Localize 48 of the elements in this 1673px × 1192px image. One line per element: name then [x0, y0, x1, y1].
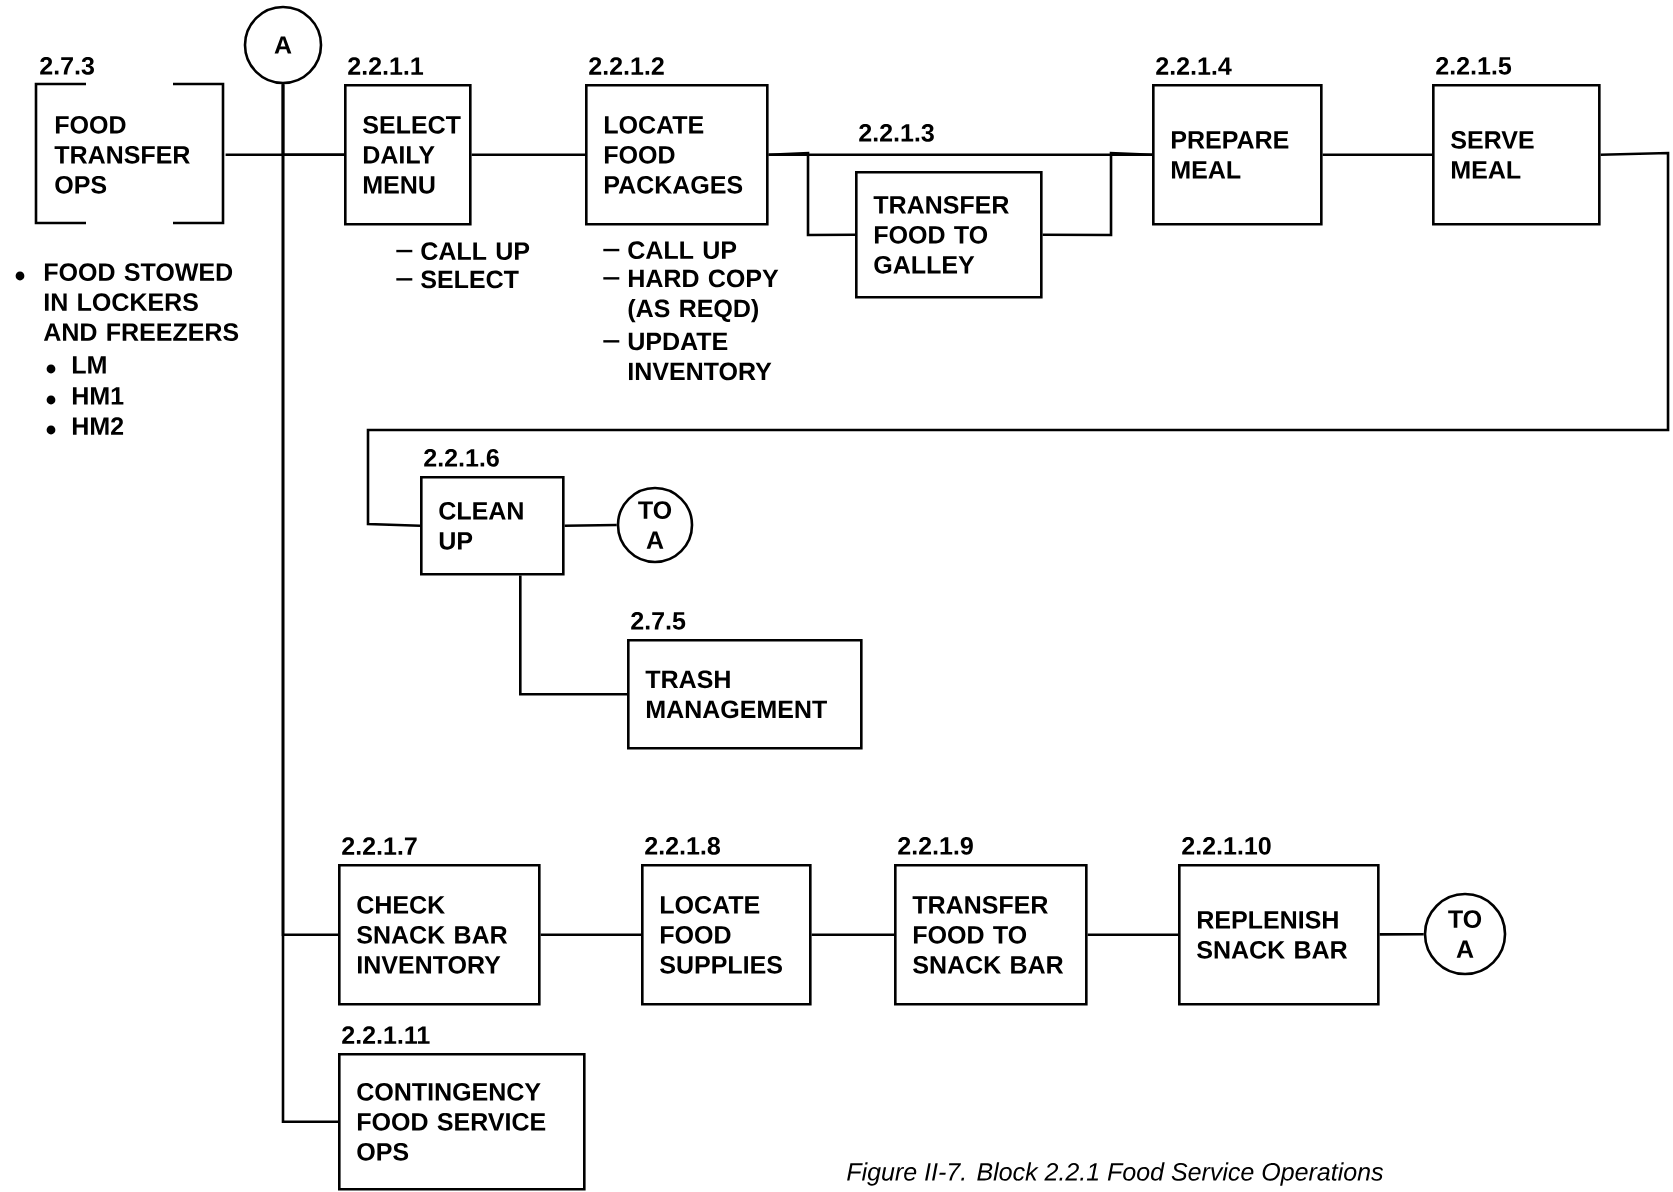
connector-line: [225, 153, 344, 157]
process-box: TRANSFER FOOD TO SNACK BAR: [894, 864, 1088, 1006]
block-number: 2.2.1.9: [898, 837, 973, 855]
connector-line: [366, 151, 1670, 528]
block-number: 2.7.5: [631, 612, 686, 630]
process-box: LOCATE FOOD SUPPLIES: [641, 864, 812, 1006]
process-box: TRASH MANAGEMENT: [627, 639, 863, 750]
block-number: 2.2.1.2: [589, 57, 664, 75]
block-number: 2.2.1.10: [1182, 837, 1271, 855]
connector-line: [471, 153, 585, 157]
connector-line: [1322, 153, 1433, 157]
process-box: SELECT DAILY MENU: [344, 84, 472, 226]
note-item: CALL UP: [603, 241, 737, 259]
block-number: 2.2.1.4: [1156, 57, 1232, 75]
note-item: HARD COPY (AS REQD): [603, 269, 779, 323]
bullet-note: LM: [46, 356, 106, 374]
process-box: CHECK SNACK BAR INVENTORY: [338, 864, 541, 1006]
connector-line: [540, 933, 641, 937]
connector-line: [1087, 933, 1179, 937]
bullet-note: FOOD STOWED IN LOCKERS AND FREEZERS: [15, 263, 239, 341]
connector-line: [519, 575, 627, 696]
block-number: 2.2.1.5: [1436, 57, 1512, 75]
block-number: 2.2.1.1: [348, 57, 424, 75]
block-number: 2.2.1.7: [342, 837, 417, 855]
connector-line: [1379, 932, 1424, 936]
process-box: TRANSFER FOOD TO GALLEY: [855, 171, 1043, 299]
connector-line: [564, 523, 617, 528]
note-item: CALL UP: [396, 242, 530, 260]
bracket-box: FOOD TRANSFER OPS: [34, 82, 225, 225]
block-number: 2.2.1.3: [859, 123, 934, 142]
process-box: CONTINGENCY FOOD SERVICE OPS: [338, 1053, 586, 1191]
process-box: REPLENISH SNACK BAR: [1178, 864, 1380, 1006]
process-box: PREPARE MEAL: [1152, 84, 1323, 226]
connector-line: [281, 84, 338, 1124]
note-item: SELECT: [396, 270, 519, 289]
note-item: UPDATE INVENTORY: [603, 332, 772, 381]
bullet-note: HM2: [46, 417, 124, 435]
process-box: LOCATE FOOD PACKAGES: [585, 84, 769, 226]
connector-line: [811, 933, 894, 937]
block-number: 2.7.3: [40, 56, 94, 75]
connector-line: [768, 153, 1152, 157]
block-number: 2.2.1.6: [424, 449, 499, 467]
process-box: CLEAN UP: [420, 476, 565, 576]
block-number: 2.2.1.8: [645, 837, 720, 855]
block-number: 2.2.1.11: [342, 1026, 430, 1044]
figure-caption: Figure II-7. Block 2.2.1 Food Service Operations: [847, 1162, 1384, 1186]
process-box: SERVE MEAL: [1432, 84, 1601, 226]
bullet-note: HM1: [46, 387, 124, 405]
